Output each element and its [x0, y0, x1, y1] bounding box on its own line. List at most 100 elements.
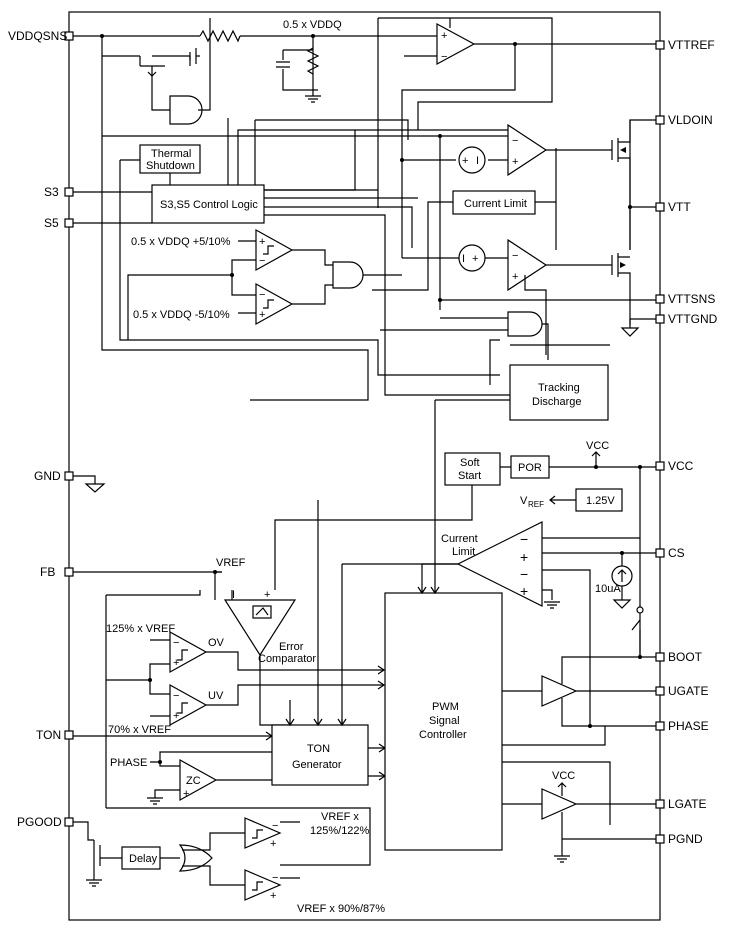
svg-text:−: − — [173, 690, 179, 702]
right-pins: VTTREF VLDOIN VTT VTTSNS VTTGND VCC CS B… — [655, 38, 718, 846]
svg-text:−: − — [259, 255, 265, 267]
ton-line2: Generator — [292, 759, 342, 771]
tracking-line2: Discharge — [532, 396, 582, 408]
svg-text:+: + — [520, 549, 528, 565]
vcc-top-label: VCC — [586, 440, 609, 452]
window-comp-hi-icon — [255, 228, 294, 272]
ovuv-section: 125% x VREF − + OV − + UV 70% x VREF — [106, 623, 386, 736]
window-section: 0.5 x VDDQ +5/10% 0.5 x VDDQ -5/10% + − … — [127, 228, 402, 340]
pin-gnd[interactable] — [64, 471, 74, 481]
pin-vldoin-label: VLDOIN — [668, 113, 713, 127]
fb-section: VREF I + Error Comparator — [73, 557, 371, 866]
svg-text:+: + — [512, 271, 518, 283]
pin-fb-label: FB — [40, 565, 55, 579]
svg-text:−: − — [512, 135, 518, 147]
pwm-section: PWM Signal Controller VCC — [384, 586, 656, 863]
svg-text:+: + — [259, 309, 265, 321]
pin-cs[interactable] — [655, 548, 665, 558]
and-gate-top-icon — [169, 95, 203, 125]
svg-text:+: + — [441, 30, 447, 42]
error-l1: Error — [279, 641, 304, 653]
pin-vcc-label: VCC — [668, 459, 694, 473]
pin-ton[interactable] — [64, 730, 74, 740]
svg-text:+: + — [183, 788, 189, 800]
zc-label: ZC — [186, 775, 201, 787]
or-gate-icon — [178, 844, 213, 872]
and-gate-tracking-icon — [507, 311, 543, 337]
svg-text:−: − — [441, 51, 447, 63]
pwm-line1: PWM — [432, 701, 459, 713]
pin-ugate[interactable] — [655, 686, 665, 696]
svg-text:−: − — [272, 872, 278, 884]
power-section: Soft Start POR VCC 1.25V V REF — [274, 440, 656, 655]
pin-pgood[interactable] — [64, 817, 74, 827]
pin-phase[interactable] — [655, 721, 665, 731]
svg-text:−: − — [272, 820, 278, 832]
pin-vcc[interactable] — [655, 461, 665, 471]
svg-text:−: − — [520, 531, 528, 547]
and-gate-window-icon — [332, 261, 364, 289]
control-logic-box — [151, 184, 265, 224]
pin-ton-label: TON — [36, 728, 61, 742]
pin-fb[interactable] — [64, 567, 74, 577]
svg-text:+: + — [173, 710, 179, 722]
vref-main: V — [520, 495, 528, 507]
thermal-line1: Thermal — [151, 148, 191, 160]
ref-125-label: 1.25V — [586, 495, 615, 507]
pin-boot[interactable] — [655, 652, 665, 662]
svg-text:−: − — [520, 566, 528, 582]
pin-vttgnd[interactable] — [655, 314, 665, 324]
cs-ground-icon — [612, 586, 632, 609]
vcc-arrow-icon — [591, 451, 601, 467]
pin-s3[interactable] — [64, 187, 74, 197]
pin-vttsns[interactable] — [655, 294, 665, 304]
ton-generator-box — [271, 724, 369, 786]
pwm-line3: Controller — [419, 729, 467, 741]
ugate-driver-icon — [541, 675, 578, 707]
pin-s5[interactable] — [64, 218, 74, 228]
pg-lo-label: VREF x 90%/87% — [297, 903, 385, 915]
left-pins: VDDQSNS S3 S5 GND FB TON PGOOD — [8, 29, 74, 829]
svg-text:−: − — [259, 289, 265, 301]
pin-vldoin[interactable] — [655, 115, 665, 125]
uv-ref-label: 70% x VREF — [108, 724, 171, 736]
control-logic-label: S3,S5 Control Logic — [160, 199, 258, 211]
ton-section: TON Generator PHASE ZC + — [73, 500, 387, 805]
window-comp-lo-icon — [255, 282, 294, 326]
ov-comp-icon — [169, 630, 208, 674]
pg-lo-comp-icon — [244, 869, 282, 901]
control-section: Thermal Shutdown S3,S5 Control Logic — [73, 119, 500, 401]
pin-lgate-label: LGATE — [668, 797, 706, 811]
svg-text:I: I — [232, 589, 235, 601]
error-comparator-icon — [223, 599, 297, 657]
pin-vtt[interactable] — [655, 202, 665, 212]
vttgnd-ground-icon — [620, 319, 640, 337]
tracking-discharge-box — [509, 364, 609, 421]
pin-phase-label: PHASE — [668, 719, 709, 733]
pin-pgnd[interactable] — [655, 834, 665, 844]
pin-vtt-label: VTT — [668, 200, 691, 214]
offset-source-upper-icon — [458, 146, 486, 174]
svg-text:+: + — [520, 583, 528, 599]
current-limit-l2: Limit — [452, 546, 475, 558]
phase-in-label: PHASE — [110, 757, 147, 769]
vttref-buffer-icon — [436, 22, 476, 66]
current-limit-top-label: Current Limit — [464, 198, 527, 210]
window-lo-label: 0.5 x VDDQ -5/10% — [133, 309, 230, 321]
thermal-shutdown-box — [139, 144, 201, 174]
pin-gnd-label: GND — [34, 469, 61, 483]
half-vddq-label: 0.5 x VDDQ — [283, 19, 342, 31]
pin-pgood-label: PGOOD — [17, 815, 62, 829]
pin-lgate[interactable] — [655, 799, 665, 809]
error-l2: Comparator — [258, 653, 316, 665]
svg-text:−: − — [512, 250, 518, 262]
pwm-controller-box — [384, 592, 503, 851]
pwm-line2: Signal — [429, 715, 460, 727]
svg-text:+: + — [259, 236, 265, 248]
pin-vttref[interactable] — [655, 40, 665, 50]
por-label: POR — [518, 462, 542, 474]
svg-text:+: + — [512, 156, 518, 168]
pin-ugate-label: UGATE — [668, 684, 708, 698]
svg-text:+: + — [270, 838, 276, 850]
ground-icon — [305, 90, 321, 103]
